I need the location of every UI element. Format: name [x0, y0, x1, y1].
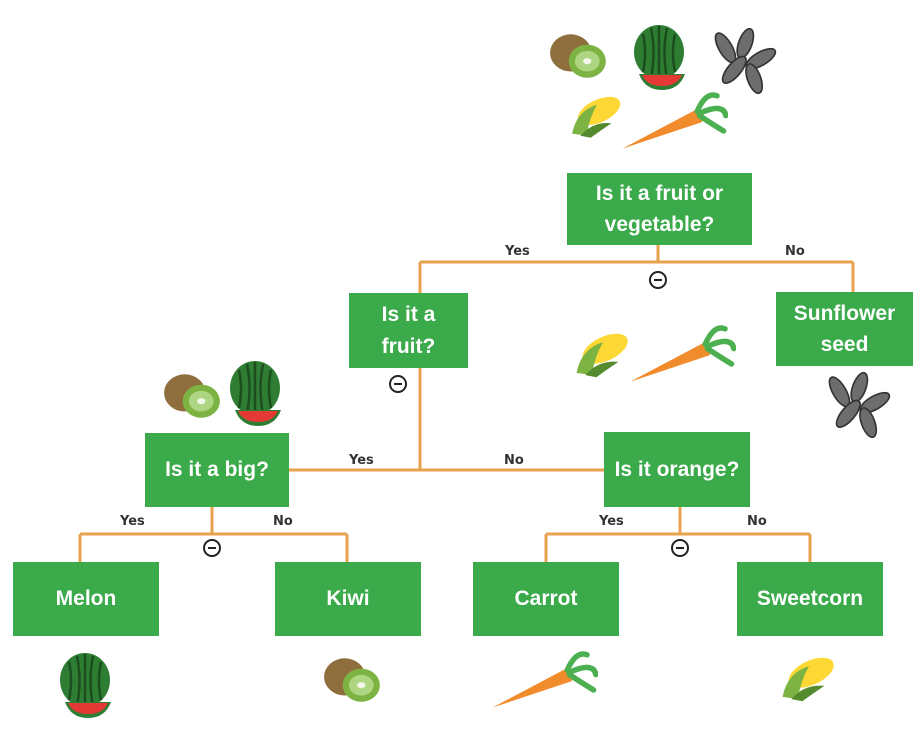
branch-label-yes: Yes — [349, 453, 374, 468]
connector-orange — [544, 506, 812, 562]
connector-big — [78, 506, 349, 562]
root-question: Is it a fruit or vegetable? — [567, 173, 752, 245]
kiwi-icon — [322, 654, 384, 706]
carrot-icon — [618, 86, 728, 154]
branch-label-no: No — [273, 514, 293, 529]
big-question: Is it a big? — [145, 433, 289, 507]
watermelon-icon — [224, 358, 286, 428]
branch-label-yes: Yes — [505, 244, 530, 259]
orange-question: Is it orange? — [604, 432, 750, 507]
carrot-icon — [626, 318, 736, 388]
branch-label-no: No — [785, 244, 805, 259]
watermelon-icon — [54, 650, 116, 720]
branch-label-yes: Yes — [599, 514, 624, 529]
kiwi-icon — [548, 30, 610, 82]
branch-label-no: No — [504, 453, 524, 468]
connector-fruit — [289, 367, 606, 472]
sunflower-seeds-icon — [702, 28, 782, 94]
watermelon-icon — [628, 22, 690, 92]
melon-node: Melon — [13, 562, 159, 636]
sunflower-seeds-icon — [816, 372, 896, 438]
branch-label-yes: Yes — [120, 514, 145, 529]
connector-root — [418, 244, 855, 293]
kiwi-node: Kiwi — [275, 562, 421, 636]
kiwi-icon — [162, 370, 224, 422]
fruit-question: Is it a fruit? — [349, 293, 468, 368]
sunflower-seed-node: Sunflower seed — [776, 292, 913, 366]
sweetcorn-node: Sweetcorn — [737, 562, 883, 636]
carrot-icon — [488, 644, 598, 714]
carrot-node: Carrot — [473, 562, 619, 636]
corn-icon — [776, 648, 842, 704]
branch-label-no: No — [747, 514, 767, 529]
